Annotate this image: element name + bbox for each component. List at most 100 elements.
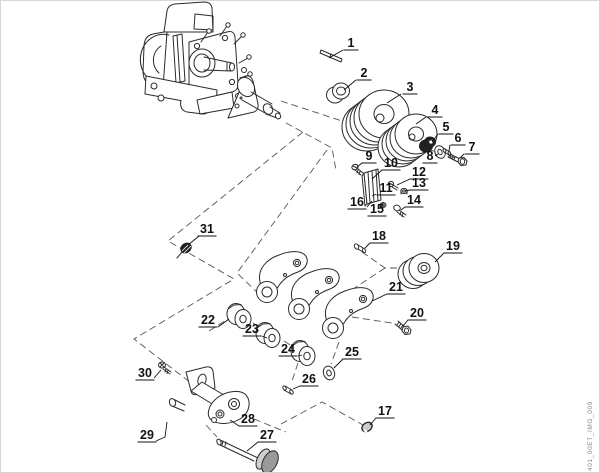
callout-number: 15 bbox=[370, 202, 384, 216]
callout-number: 25 bbox=[345, 345, 359, 359]
part-31-spring bbox=[176, 242, 192, 259]
callout-19: 19 bbox=[434, 239, 463, 263]
callout-leader bbox=[402, 319, 409, 327]
callout-leader bbox=[333, 358, 344, 369]
callout-number: 23 bbox=[245, 322, 259, 336]
part-27-pin bbox=[216, 438, 279, 472]
callout-22: 22 bbox=[198, 313, 230, 328]
callout-10: 10 bbox=[371, 156, 401, 180]
callout-number: 20 bbox=[410, 306, 424, 320]
callout-number: 1 bbox=[348, 36, 355, 50]
callout-number: 7 bbox=[469, 140, 476, 154]
callout-leader bbox=[328, 49, 344, 59]
callout-6: 6 bbox=[448, 131, 466, 152]
callout-26: 26 bbox=[292, 372, 319, 390]
part-7-bolt bbox=[447, 153, 468, 166]
part-6-pin bbox=[442, 148, 452, 156]
callout-2: 2 bbox=[343, 66, 372, 91]
callout-11: 11 bbox=[371, 181, 396, 197]
callout-5: 5 bbox=[431, 120, 454, 143]
callout-leader bbox=[297, 354, 303, 357]
part-19-roller bbox=[397, 253, 440, 289]
callout-leader bbox=[343, 79, 357, 91]
figure-code: 401_00ET_IMG_009 bbox=[587, 401, 594, 471]
tine-arm-group bbox=[256, 251, 374, 339]
callout-7: 7 bbox=[459, 140, 480, 159]
callout-21: 21 bbox=[371, 280, 406, 302]
callout-leader bbox=[187, 235, 200, 246]
callout-number: 31 bbox=[200, 222, 214, 236]
callout-leader bbox=[369, 417, 377, 426]
callout-leader bbox=[217, 318, 230, 328]
callout-number: 4 bbox=[432, 103, 439, 117]
callout-4: 4 bbox=[415, 103, 443, 125]
callout-leader bbox=[292, 385, 301, 390]
callout-number: 14 bbox=[407, 193, 421, 207]
part-30-screw bbox=[158, 361, 172, 375]
callout-30: 30 bbox=[135, 366, 162, 381]
callout-leader bbox=[448, 144, 451, 152]
part-10-bracket bbox=[361, 168, 382, 207]
callout-17: 17 bbox=[369, 404, 395, 426]
part-25-washer bbox=[322, 365, 336, 381]
part-14-screw bbox=[393, 204, 407, 218]
callout-number: 2 bbox=[361, 66, 368, 80]
callout-3: 3 bbox=[386, 80, 418, 104]
callout-leader bbox=[386, 93, 402, 104]
callout-number: 5 bbox=[443, 120, 450, 134]
callout-leader bbox=[371, 193, 377, 197]
callout-25: 25 bbox=[333, 345, 362, 369]
callout-number: 19 bbox=[446, 239, 460, 253]
callout-leader bbox=[155, 421, 168, 442]
callout-24: 24 bbox=[278, 342, 303, 357]
part-12-screw bbox=[387, 180, 399, 191]
shaft-adapter bbox=[227, 67, 282, 120]
part-23-roller bbox=[255, 322, 281, 348]
callout-14: 14 bbox=[400, 193, 424, 211]
callout-15: 15 bbox=[367, 202, 387, 217]
callout-number: 22 bbox=[201, 313, 215, 327]
callout-number: 27 bbox=[260, 428, 274, 442]
part-1-pin bbox=[319, 49, 343, 63]
callout-number: 24 bbox=[281, 342, 295, 356]
callout-27: 27 bbox=[246, 428, 277, 452]
part-20-bolt bbox=[394, 320, 412, 335]
callout-leader bbox=[434, 252, 445, 263]
callout-leader bbox=[153, 369, 162, 379]
part-22-roller bbox=[226, 303, 252, 329]
assembly-centerlines bbox=[133, 100, 468, 438]
callout-leader bbox=[431, 133, 439, 143]
part-4-pulley-small bbox=[377, 113, 438, 168]
callout-number: 26 bbox=[302, 372, 316, 386]
part-18-pin bbox=[353, 243, 367, 254]
callout-number: 17 bbox=[378, 404, 392, 418]
callout-number: 11 bbox=[379, 181, 392, 195]
callout-leader bbox=[396, 178, 411, 186]
tine-arm-3 bbox=[322, 287, 374, 339]
callout-number: 16 bbox=[350, 195, 364, 209]
callout-20: 20 bbox=[402, 306, 427, 327]
callout-8: 8 bbox=[422, 149, 439, 164]
part-2-ring bbox=[326, 82, 350, 104]
callout-number: 28 bbox=[241, 412, 255, 426]
callout-number: 12 bbox=[412, 165, 426, 179]
tine-arm-1 bbox=[256, 251, 308, 303]
callout-leader bbox=[366, 200, 373, 208]
callout-number: 13 bbox=[412, 176, 426, 190]
callout-13: 13 bbox=[404, 176, 429, 192]
callout-number: 29 bbox=[140, 428, 154, 442]
callout-number: 21 bbox=[389, 280, 403, 294]
callout-leader bbox=[364, 242, 371, 249]
callout-number: 6 bbox=[455, 131, 462, 145]
callout-leader bbox=[356, 162, 363, 168]
callout-leader bbox=[246, 441, 259, 452]
engine-assembly bbox=[139, 1, 253, 115]
callout-31: 31 bbox=[187, 222, 217, 246]
callout-number: 30 bbox=[138, 366, 152, 380]
callout-18: 18 bbox=[364, 229, 389, 249]
tine-arm-2 bbox=[288, 268, 340, 320]
callout-28: 28 bbox=[229, 412, 258, 427]
callout-number: 3 bbox=[407, 80, 414, 94]
